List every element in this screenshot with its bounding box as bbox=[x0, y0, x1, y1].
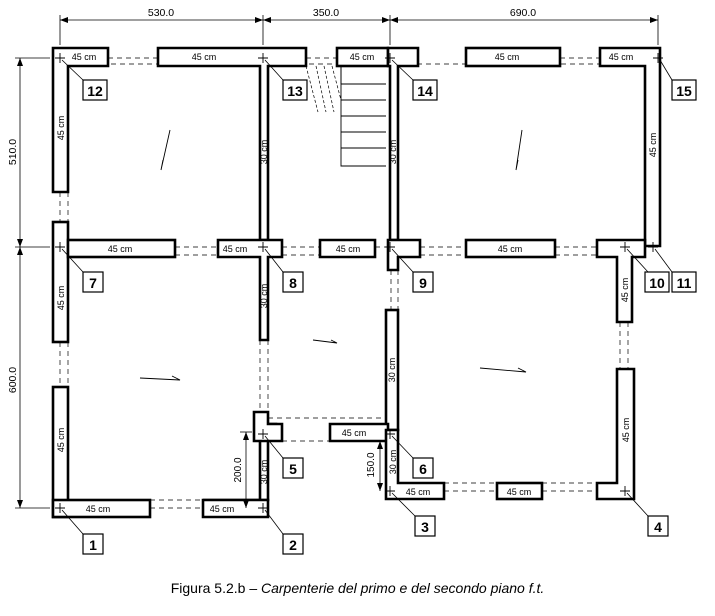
dim-top-350: 350.0 bbox=[313, 7, 339, 19]
wall-label: 45 cm bbox=[498, 244, 523, 254]
wall-label-vertical: 45 cm bbox=[648, 133, 658, 158]
node-label-5: 5 bbox=[289, 461, 297, 477]
wall-node10 bbox=[595, 238, 647, 324]
wall-label: 45 cm bbox=[210, 504, 235, 514]
wall-node3 bbox=[384, 428, 446, 501]
node-label-2: 2 bbox=[289, 537, 297, 553]
wall-label-vertical: 30 cm bbox=[259, 140, 269, 165]
wall-left-mid-short bbox=[51, 220, 70, 344]
node-label-10: 10 bbox=[649, 275, 665, 291]
wall-label-vertical: 30 cm bbox=[259, 284, 269, 309]
node-label-11: 11 bbox=[677, 275, 692, 291]
dim-left-600: 600.0 bbox=[7, 367, 19, 393]
wall-bottom-mid bbox=[495, 481, 544, 501]
wall-label: 45 cm bbox=[609, 52, 634, 62]
dim-200: 200.0 bbox=[233, 457, 244, 482]
wall-label-vertical: 30 cm bbox=[388, 140, 398, 165]
caption-title: Carpenterie del primo e del secondo pian… bbox=[261, 580, 545, 596]
node-markers bbox=[55, 53, 663, 513]
wall-room1-right bbox=[156, 46, 308, 242]
wall-node4 bbox=[595, 367, 636, 501]
node-label-4: 4 bbox=[654, 519, 662, 535]
span-arrows bbox=[139, 129, 527, 381]
wall-row-mid-right bbox=[464, 238, 557, 259]
dimension-arrows bbox=[17, 17, 658, 508]
caption-prefix: Figura 5.2.b – bbox=[170, 580, 261, 596]
wall-node8 bbox=[216, 238, 284, 342]
wall-label-vertical: 45 cm bbox=[56, 116, 66, 141]
walls bbox=[51, 46, 662, 519]
wall-label: 45 cm bbox=[336, 244, 361, 254]
wall-label: 45 cm bbox=[406, 487, 431, 497]
wall-label: 45 cm bbox=[72, 52, 97, 62]
node-label-boxes bbox=[82, 79, 697, 555]
wall-label: 45 cm bbox=[350, 52, 375, 62]
node-label-6: 6 bbox=[419, 461, 427, 477]
node-label-3: 3 bbox=[421, 519, 429, 535]
dim-left-510: 510.0 bbox=[7, 139, 19, 165]
dim-150-arrow bbox=[377, 483, 383, 491]
wall-label-vertical: 30 cm bbox=[259, 460, 269, 485]
wall-label-vertical: 45 cm bbox=[621, 418, 631, 443]
node-label-13: 13 bbox=[287, 83, 303, 99]
wall-label: 45 cm bbox=[495, 52, 520, 62]
wall-label: 45 cm bbox=[223, 244, 248, 254]
wall-label: 45 cm bbox=[108, 244, 133, 254]
wall-node5 bbox=[252, 410, 284, 443]
wall-label-vertical: 30 cm bbox=[388, 450, 398, 475]
dim-200-arrow-bottom bbox=[243, 500, 249, 508]
dim-150: 150.0 bbox=[366, 452, 377, 477]
wall-label: 45 cm bbox=[507, 487, 532, 497]
stair-flight-dashed bbox=[305, 65, 342, 113]
node-label-12: 12 bbox=[87, 83, 103, 99]
node-leaders bbox=[61, 59, 673, 535]
dim-200-arrow bbox=[243, 432, 249, 440]
wall-label-vertical: 45 cm bbox=[56, 286, 66, 311]
node-label-1: 1 bbox=[89, 537, 97, 553]
wall-label: 45 cm bbox=[342, 428, 367, 438]
dim-top-690: 690.0 bbox=[510, 7, 536, 19]
node-label-7: 7 bbox=[89, 275, 97, 291]
wall-top-mid-right bbox=[464, 46, 562, 68]
node-label-8: 8 bbox=[289, 275, 297, 291]
wall-label-vertical: 45 cm bbox=[56, 428, 66, 453]
wall-row9-middle bbox=[318, 238, 377, 259]
wall-row8-left bbox=[66, 238, 177, 259]
node-label-9: 9 bbox=[419, 275, 427, 291]
wall-bottom-left bbox=[51, 498, 152, 519]
dim-150-arrow-top bbox=[377, 441, 383, 449]
wall-label-vertical: 45 cm bbox=[620, 278, 630, 303]
wall-node9 bbox=[386, 238, 422, 272]
wall-label: 45 cm bbox=[86, 504, 111, 514]
node-label-14: 14 bbox=[417, 83, 433, 99]
dim-top-530: 530.0 bbox=[148, 7, 174, 19]
figure-caption: Figura 5.2.b – Carpenterie del primo e d… bbox=[0, 580, 715, 596]
wall-label-vertical: 30 cm bbox=[387, 358, 397, 383]
wall-label: 45 cm bbox=[192, 52, 217, 62]
stair bbox=[340, 66, 386, 167]
floor-plan: 530.0 350.0 690.0 510.0 600.0 bbox=[7, 7, 697, 555]
node-label-15: 15 bbox=[676, 83, 692, 99]
